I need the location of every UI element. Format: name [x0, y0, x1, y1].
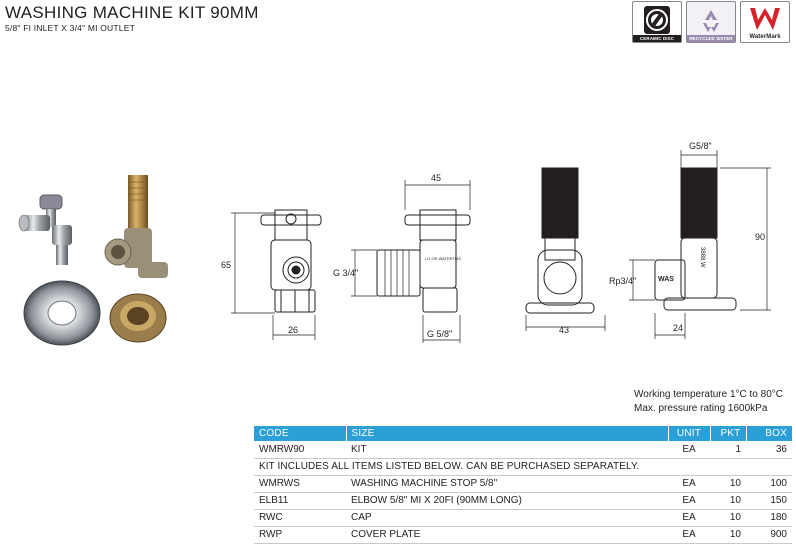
watermark-badge: WaterMark: [740, 1, 790, 43]
engraving-stop: LO OR WATERTMS: [425, 256, 461, 261]
cell-pkt: 10: [710, 492, 746, 510]
ceramic-disc-badge: CERAMIC DISC: [632, 1, 682, 43]
badge-label: RECYCLED WATER: [687, 35, 735, 42]
cell-pkt: 1: [710, 441, 746, 459]
column-header-size: SIZE: [346, 426, 669, 441]
spec-pressure: Max. pressure rating 1600kPa: [634, 403, 768, 414]
recycled-water-badge: RECYCLED WATER: [686, 1, 736, 43]
cell-code: ELB11: [254, 492, 346, 510]
watermark-icon: [750, 8, 780, 30]
table-row: RWP COVER PLATE EA 10 900: [254, 526, 792, 544]
cell-box: 100: [746, 475, 792, 493]
cell-box: 900: [746, 526, 792, 544]
cell-pkt: 10: [710, 526, 746, 544]
column-header-code: CODE: [254, 426, 347, 441]
cell-unit: EA: [668, 492, 710, 510]
table-row: RWC CAP EA 10 180: [254, 509, 792, 527]
engraving-was: WAS: [658, 276, 674, 283]
dim-height-90: 90: [755, 232, 765, 242]
column-header-box: BOX: [746, 426, 792, 441]
table-note-row: KIT INCLUDES ALL ITEMS LISTED BELOW. CAN…: [254, 458, 792, 476]
dim-g-3-4: G 3/4": [333, 268, 358, 278]
cell-code: RWC: [254, 509, 346, 527]
cell-size: ELBOW 5/8" MI X 20FI (90MM LONG): [346, 492, 668, 510]
cell-size: CAP: [346, 509, 668, 527]
cell-unit: EA: [668, 509, 710, 527]
elbow-side-view: [654, 167, 737, 311]
dim-width-43: 43: [559, 325, 569, 335]
page-subtitle: 5/8" FI INLET X 3/4" MI OUTLET: [5, 23, 135, 33]
cell-code: WMRWS: [254, 475, 346, 493]
column-header-pkt: PKT: [710, 426, 747, 441]
dim-width-24: 24: [673, 323, 683, 333]
ceramic-disc-icon: [644, 6, 670, 34]
badge-label: CERAMIC DISC: [633, 35, 681, 42]
cover-plate-photo: [23, 280, 101, 346]
cell-pkt: 10: [710, 509, 746, 527]
dim-width-26: 26: [288, 325, 298, 335]
specifications: Working temperature 1°C to 80°C Max. pre…: [634, 388, 783, 416]
cell-code: RWP: [254, 526, 346, 544]
product-table: CODE SIZE UNIT PKT BOX WMRW90 KIT EA 1 3…: [254, 426, 792, 544]
cell-code: WMRW90: [254, 441, 346, 459]
badge-label: WaterMark: [749, 34, 781, 40]
dim-g5-8: G5/8": [689, 141, 712, 151]
cell-box: 180: [746, 509, 792, 527]
table-row: ELB11 ELBOW 5/8" MI X 20FI (90MM LONG) E…: [254, 492, 792, 510]
elbow-photo: [104, 175, 168, 278]
stop-side-view: [376, 209, 471, 313]
stop-front-view: [260, 209, 322, 313]
cell-unit: EA: [668, 475, 710, 493]
spec-temperature: Working temperature 1°C to 80°C: [634, 389, 783, 400]
recycle-icon: [703, 10, 719, 32]
cell-unit: EA: [668, 441, 710, 459]
page-title: WASHING MACHINE KIT 90MM: [5, 3, 259, 22]
cell-box: 150: [746, 492, 792, 510]
cell-box: 36: [746, 441, 792, 459]
column-header-unit: UNIT: [668, 426, 711, 441]
washing-machine-stop-photo: [18, 194, 72, 265]
cell-size: WASHING MACHINE STOP 5/8": [346, 475, 668, 493]
dim-g-5-8: G 5/8": [427, 329, 452, 339]
dim-width-45: 45: [431, 173, 441, 183]
table-row: WMRWS WASHING MACHINE STOP 5/8" EA 10 10…: [254, 475, 792, 493]
table-row: WMRW90 KIT EA 1 36: [254, 441, 792, 459]
certification-badges: CERAMIC DISC RECYCLED WATER WaterMark: [632, 1, 790, 43]
dim-height-65: 65: [221, 260, 231, 270]
kit-note: KIT INCLUDES ALL ITEMS LISTED BELOW. CAN…: [254, 458, 792, 476]
cell-pkt: 10: [710, 475, 746, 493]
cell-size: COVER PLATE: [346, 526, 668, 544]
technical-drawings: 65 26 G 3/4" 45 G 5/8" 43 G5/8" 90 Rp3/4…: [221, 141, 771, 343]
engraving-side: 3888 W: [699, 247, 705, 268]
table-header-row: CODE SIZE UNIT PKT BOX: [254, 426, 792, 441]
cell-size: KIT: [346, 441, 668, 459]
dim-rp3-4: Rp3/4": [609, 276, 636, 286]
cap-photo: [109, 293, 167, 343]
cell-unit: EA: [668, 526, 710, 544]
elbow-front-view: [525, 167, 595, 314]
product-photos: [18, 175, 168, 346]
